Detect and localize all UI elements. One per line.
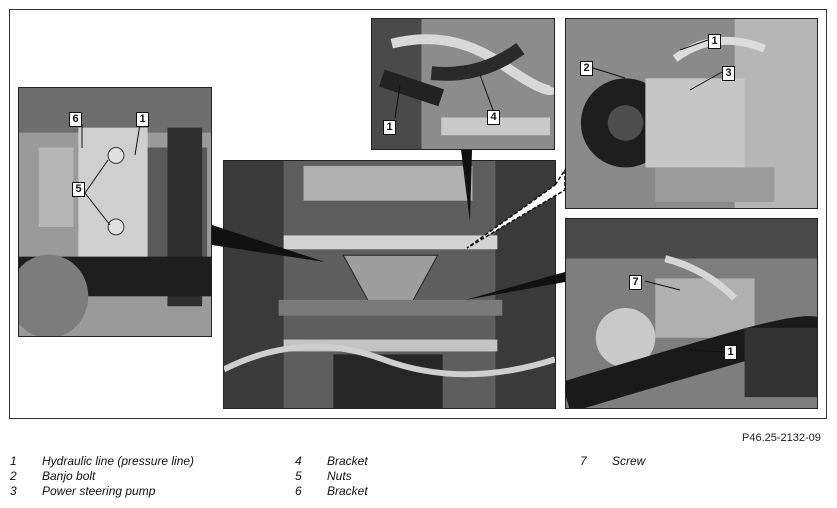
legend-number: 2 [10,469,17,483]
figure-reference-code: P46.25-2132-09 [742,432,821,444]
callout-line-1: 1 [724,345,737,360]
legend-number: 1 [10,454,17,468]
callout-top-4: 4 [487,110,500,125]
callout-left-5: 5 [72,182,85,197]
callout-pump-1: 1 [708,34,721,49]
callout-top-1: 1 [383,120,396,135]
center-underbody-photo [223,160,556,409]
legend-text: Bracket [327,484,368,498]
legend-number: 5 [295,469,302,483]
legend-number: 4 [295,454,302,468]
legend-text: Nuts [327,469,352,483]
legend-number: 3 [10,484,17,498]
legend-text: Power steering pump [42,484,156,498]
top-detail-photo [371,18,555,150]
legend-text: Screw [612,454,646,468]
legend-text: Banjo bolt [42,469,96,483]
legend-number: 7 [580,454,587,468]
callout-line-7: 7 [629,275,642,290]
left-detail-photo [18,87,212,337]
legend-number: 6 [295,484,302,498]
callout-left-6: 6 [69,112,82,127]
callout-pump-2: 2 [580,61,593,76]
callout-left-1: 1 [136,112,149,127]
legend-text: Bracket [327,454,368,468]
legend-text: Hydraulic line (pressure line) [42,454,195,468]
pump-detail-photo [565,18,818,209]
callout-pump-3: 3 [722,66,735,81]
line-detail-photo [565,218,818,409]
